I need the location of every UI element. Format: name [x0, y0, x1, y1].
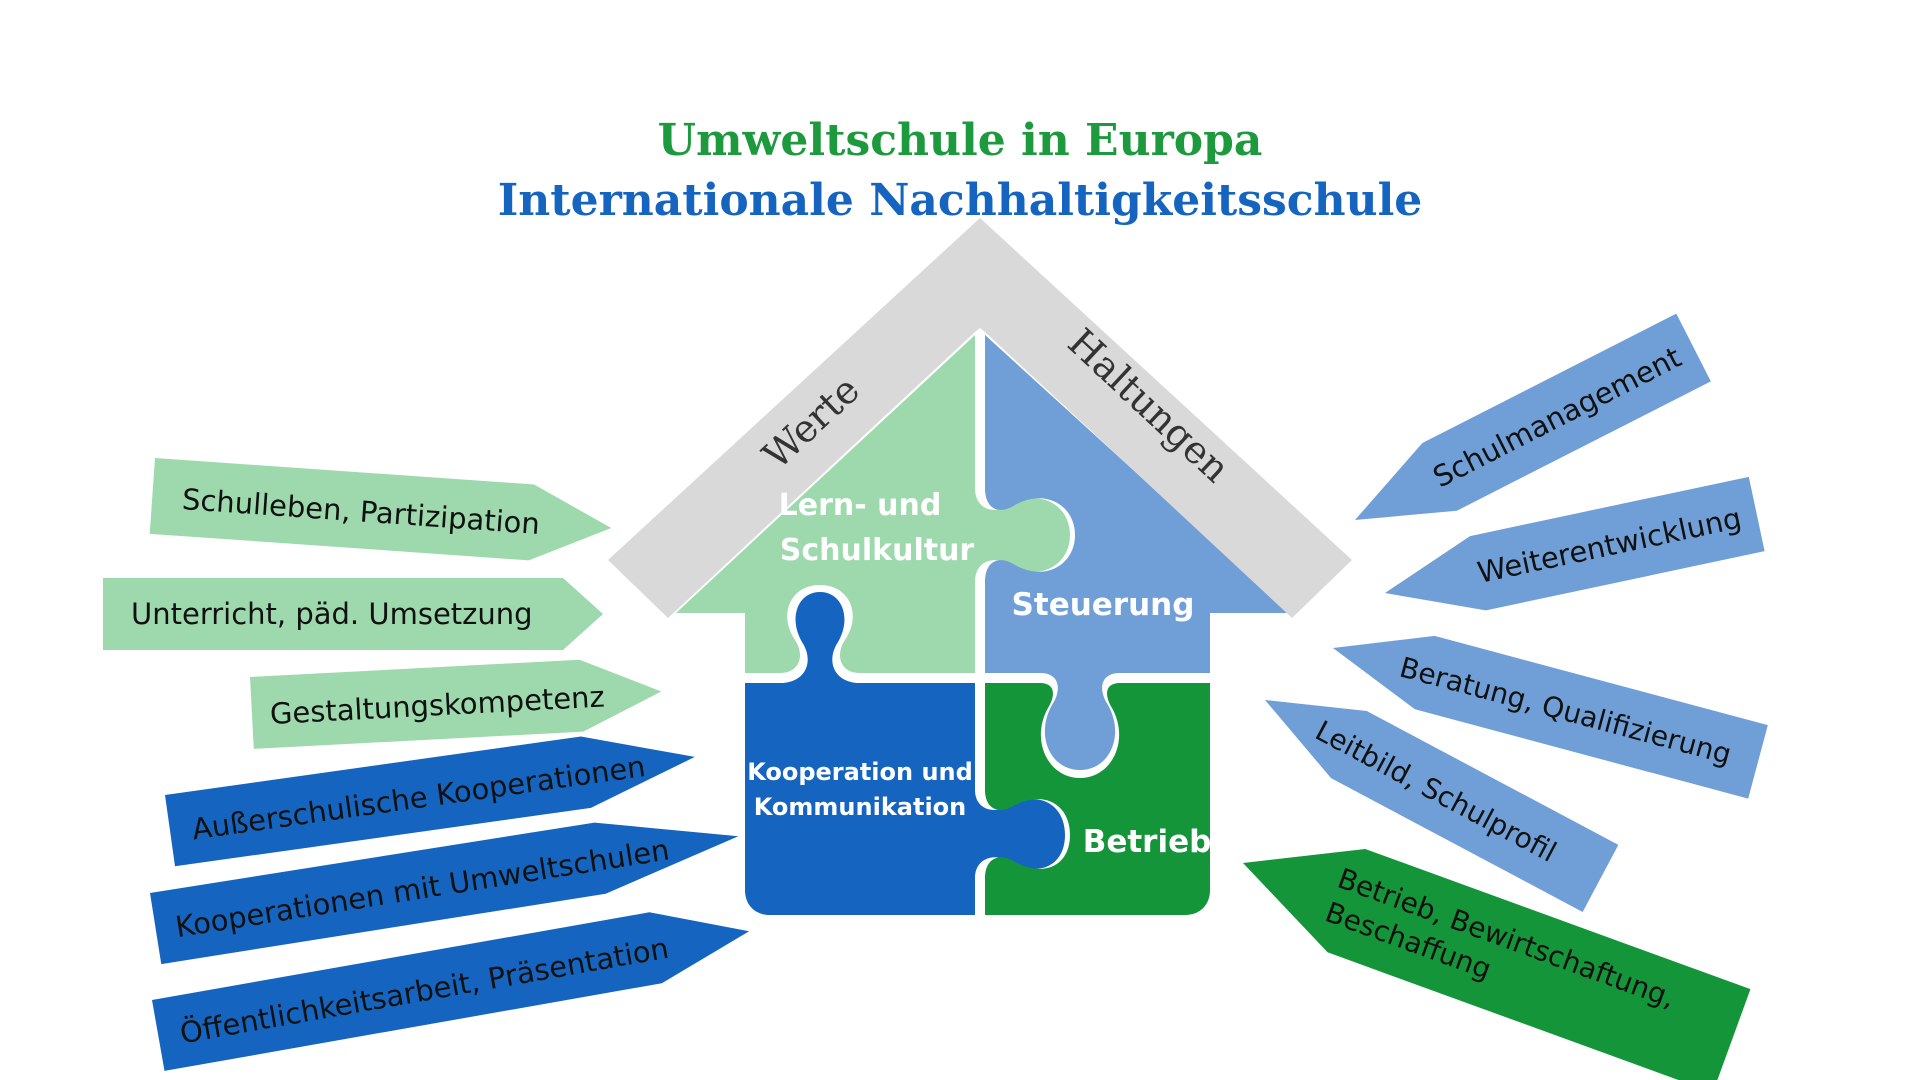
title-line-1: Umweltschule in Europa: [658, 115, 1263, 166]
left-arrow-2-label: Unterricht, päd. Umsetzung: [131, 597, 533, 631]
piece-label-steuerung: Steuerung: [1012, 587, 1195, 623]
left-arrow-2: Unterricht, päd. Umsetzung: [103, 578, 603, 650]
house: [676, 335, 1290, 915]
piece-label-kommunikation: Kommunikation: [754, 793, 967, 821]
puzzle-piece-lern-schulkultur: [676, 335, 1070, 673]
roof: [608, 218, 1352, 618]
piece-label-schulkultur: Schulkultur: [780, 533, 975, 568]
piece-label-lern-und: Lern- und: [779, 488, 942, 523]
puzzle-piece-kooperation-kommunikation: [745, 592, 1065, 915]
title-line-2: Internationale Nachhaltigkeitsschule: [498, 175, 1423, 226]
puzzle-piece-steuerung: [985, 335, 1290, 770]
piece-label-betrieb: Betrieb: [1083, 824, 1212, 860]
right-arrow-1-label: Schulmanagement: [1427, 340, 1686, 494]
left-arrow-3: Gestaltungskompetenz: [250, 659, 662, 749]
left-arrow-1: Schulleben, Partizipation: [149, 458, 612, 561]
piece-label-kooperation-und: Kooperation und: [747, 758, 973, 786]
puzzle-piece-betrieb: [985, 683, 1210, 915]
